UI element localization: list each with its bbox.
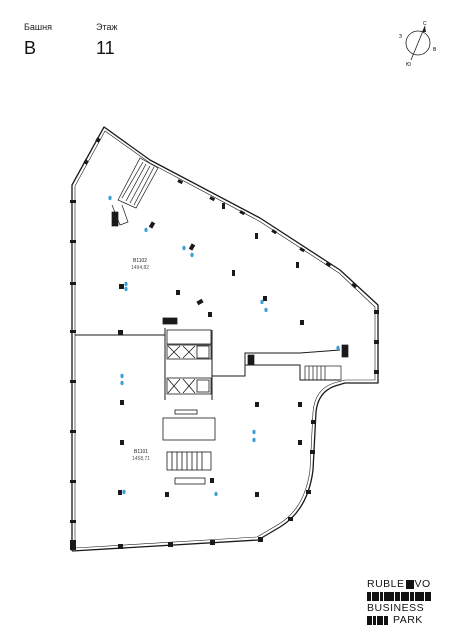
building-core [162, 317, 216, 485]
tower-value: B [24, 38, 37, 58]
compass-icon: С З В Ю [399, 21, 437, 68]
logo-text-3: PARK [393, 614, 423, 626]
floor-label: Этаж [96, 22, 118, 32]
unit-b1101-area: 1458,71 [132, 456, 150, 462]
logo-text-1b: VO [414, 578, 431, 590]
columns [118, 203, 304, 497]
stair-top-left [111, 157, 159, 227]
partition-walls [75, 328, 341, 400]
water-fixtures [108, 195, 340, 497]
company-logo: RUBLE VO BUSINESS PARK [367, 579, 442, 625]
wall-mullions [70, 137, 379, 550]
unit-b1102-id: B1102 [133, 258, 147, 264]
compass-east: В [433, 47, 437, 53]
compass-south: Ю [406, 62, 411, 68]
logo-text-1a: RUBLE [367, 578, 405, 590]
unit-b1101-id: B1101 [134, 449, 148, 455]
compass-north: С [423, 21, 427, 27]
floor-value: 11 [96, 38, 115, 58]
outer-walls [71, 126, 379, 552]
compass-west: З [399, 34, 402, 40]
unit-b1102-area: 1494,82 [131, 265, 149, 271]
tower-label: Башня [24, 22, 52, 32]
logo-text-2: BUSINESS [367, 602, 425, 614]
stair-right [247, 344, 349, 381]
